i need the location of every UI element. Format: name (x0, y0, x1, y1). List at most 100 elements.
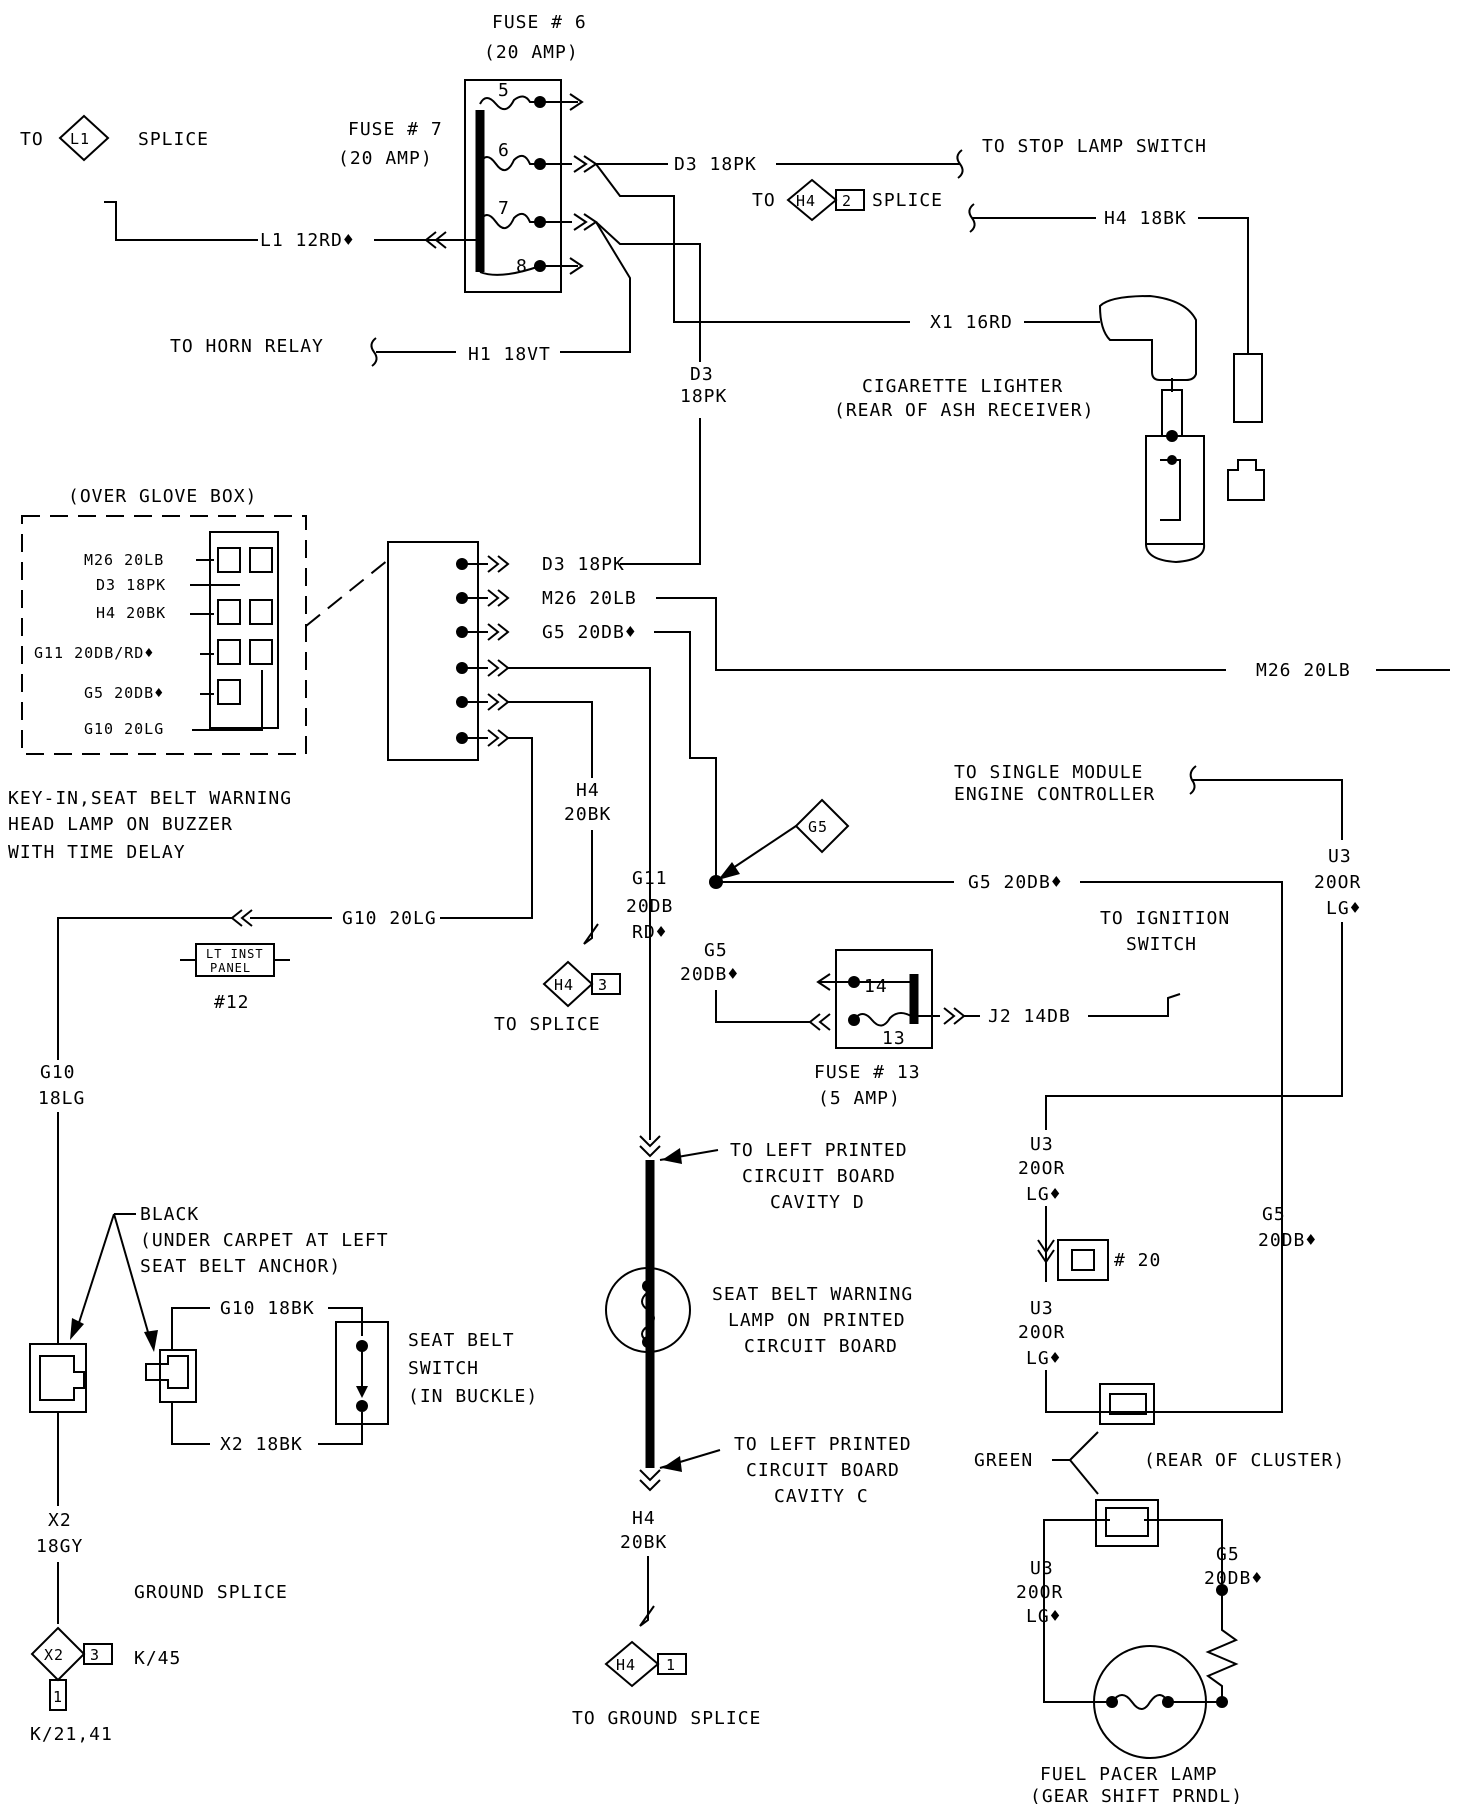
pin-d3-label: D3 18PK (96, 576, 166, 594)
l1-prefix: TO (20, 129, 44, 150)
x2-3-ref2: K/21,41 (30, 1724, 113, 1745)
u3-c-label-1: U3 (1030, 1298, 1054, 1319)
sbw-conn-bot-b (639, 1479, 661, 1492)
buzzer-label-1: KEY-IN,SEAT BELT WARNING (8, 788, 292, 809)
h4-splice-2: TO H4 2 SPLICE (752, 178, 942, 222)
h4-20bk-wire-b (583, 830, 599, 945)
g5-v-label-2: 20DB♦ (680, 964, 739, 985)
black-label-2: (UNDER CARPET AT LEFT (140, 1230, 389, 1251)
g11-label-3: RD♦ (632, 922, 668, 943)
fuse13-title: FUSE # 13 (814, 1062, 921, 1083)
conn20-box (1057, 1239, 1109, 1281)
x2-3-ref: K/45 (134, 1648, 181, 1669)
fuse-6-number: 6 (498, 140, 510, 161)
h4-bot-wire (639, 1556, 655, 1627)
lighter-coil-dot (1167, 455, 1177, 465)
l1-diamond (58, 114, 110, 162)
cigarette-lighter: CIGARETTE LIGHTER (REAR OF ASH RECEIVER) (834, 294, 1265, 564)
lighter-label-1: CIGARETTE LIGHTER (862, 376, 1063, 397)
h4-1-diamond (604, 1640, 660, 1688)
green-label: GREEN (974, 1450, 1033, 1471)
x2-3-tail (49, 1679, 67, 1711)
fuse-5-number: 5 (498, 80, 510, 101)
cluster-conn-upper-inner (1109, 1393, 1147, 1415)
sbw-conn-top-a (639, 1135, 661, 1148)
x2-3-num: 3 (90, 1646, 100, 1664)
h4-2-num: 2 (842, 192, 852, 210)
g10-v-label-1: G10 (40, 1062, 76, 1083)
x2-3-id: X2 (44, 1646, 64, 1664)
d3-mod-label: D3 18PK (542, 554, 625, 575)
h4-1-caption: TO GROUND SPLICE (572, 1708, 761, 1729)
sbw-term-top (642, 1280, 654, 1292)
g10-18bk-label: G10 18BK (220, 1298, 315, 1319)
sbw-conn-top-b (639, 1145, 661, 1158)
sbw-label-1: SEAT BELT WARNING (712, 1284, 913, 1305)
lt-inst-panel: LT INST PANEL #12 (180, 943, 290, 1013)
h4-2-box (835, 189, 865, 211)
g5-mod-label: G5 20DB♦ (542, 622, 637, 643)
sbw-conn-bot-a (639, 1469, 661, 1482)
x2-v-label-2: 18GY (36, 1536, 83, 1557)
g5-splice-ref: G5 (718, 798, 850, 880)
conn-3b (497, 623, 510, 641)
conn20-inner (1071, 1249, 1095, 1271)
conn-2a (487, 589, 500, 607)
glove-box-connector (209, 531, 279, 729)
sbs-body (335, 1321, 389, 1425)
h4-18bk-wire-b (1198, 217, 1249, 354)
pin-cell-1 (217, 547, 241, 573)
g5-leader (729, 825, 797, 871)
u3-wire-a (1192, 779, 1343, 840)
x1-label: X1 16RD (930, 312, 1013, 333)
h4-2-prefix: TO (752, 190, 776, 211)
lamp-resistor (1205, 1590, 1239, 1702)
j2-label: J2 14DB (988, 1006, 1071, 1027)
h1-wire-a (560, 221, 631, 353)
fuse-13: 14 13 FUSE # 13 (5 AMP) (814, 949, 966, 1109)
sbw-label-3: CIRCUIT BOARD (744, 1336, 898, 1357)
sbs-contact-bot (356, 1400, 368, 1412)
h4-3-id: H4 (554, 976, 574, 994)
conn-3a (487, 623, 500, 641)
lt-inst-label-2: PANEL (210, 961, 251, 975)
fuse-8-arrow (569, 257, 584, 275)
cluster-connector: GREEN (REAR OF CLUSTER) (974, 1383, 1345, 1547)
fuse13-conn-b (818, 1013, 831, 1031)
h4-splice-3: H4 3 TO SPLICE (494, 960, 621, 1035)
g10-18bk-wire-b (328, 1307, 363, 1336)
g10-20lg-label: G10 20LG (342, 908, 437, 929)
g10-conn-b (240, 909, 253, 927)
sbw-bulb (605, 1267, 691, 1353)
u3-d-label-3: LG♦ (1026, 1606, 1062, 1627)
black-arrow-2 (144, 1330, 158, 1352)
d3-top-label: D3 18PK (674, 154, 757, 175)
l1-suffix: SPLICE (138, 129, 209, 150)
l1-wire-left (104, 201, 258, 241)
u3-lamp-wire (1043, 1519, 1112, 1703)
pin-g10-label: G10 20LG (84, 720, 164, 738)
black-leader-2 (113, 1213, 153, 1347)
h4-bot-label-2: 20BK (620, 1532, 667, 1553)
u3-wire-d (1045, 1370, 1100, 1413)
fpl-filament (1111, 1694, 1169, 1710)
x2-v-label-1: X2 (48, 1510, 72, 1531)
cluster-label: (REAR OF CLUSTER) (1144, 1450, 1345, 1471)
h4-splice-1: H4 1 TO GROUND SPLICE (572, 1640, 761, 1729)
h4-3-diamond (542, 960, 594, 1008)
g11-wire (508, 667, 651, 1140)
h4-2-id: H4 (796, 192, 816, 210)
fuse13-rating: (5 AMP) (818, 1088, 901, 1109)
j2-wire-b (1088, 993, 1181, 1017)
fuse6-rating: (20 AMP) (484, 42, 579, 63)
fuse-block-outline (464, 79, 562, 293)
h4-3-num: 3 (598, 976, 608, 994)
l1-splice-ref: TO L1 SPLICE (20, 114, 209, 162)
left-conn-inner (39, 1355, 85, 1401)
lpcb-c-3: CAVITY C (774, 1486, 869, 1507)
conn-6a (487, 729, 500, 747)
u3-a-label-1: U3 (1328, 846, 1352, 867)
center-connector (145, 1349, 197, 1403)
fuse-8-number: 8 (516, 256, 528, 277)
fuse13-num-14: 14 (864, 976, 888, 997)
